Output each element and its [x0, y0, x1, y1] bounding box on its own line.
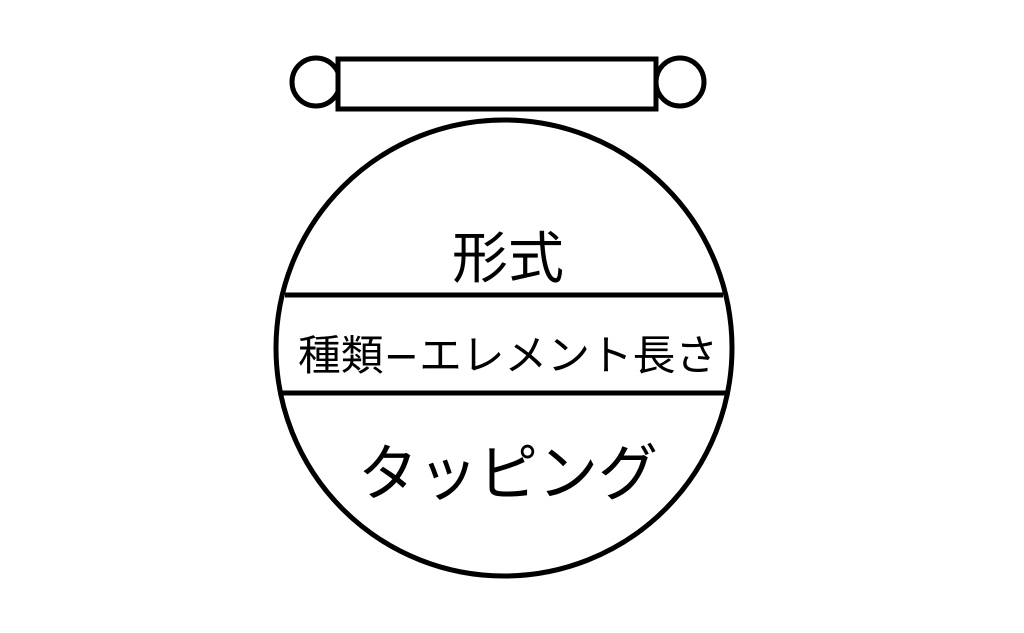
tapping-label: タッピング: [358, 437, 658, 510]
model-label: 形式: [452, 227, 564, 292]
type-element-length-label: 種類−エレメント長さ: [298, 331, 718, 380]
bar-body: [335, 56, 659, 112]
left-ring: [289, 55, 343, 109]
hanger-bar: [289, 55, 707, 112]
round-tag: 形式 種類−エレメント長さ タッピング: [273, 117, 735, 579]
tag-circle: [273, 117, 735, 579]
right-ring: [653, 55, 707, 109]
